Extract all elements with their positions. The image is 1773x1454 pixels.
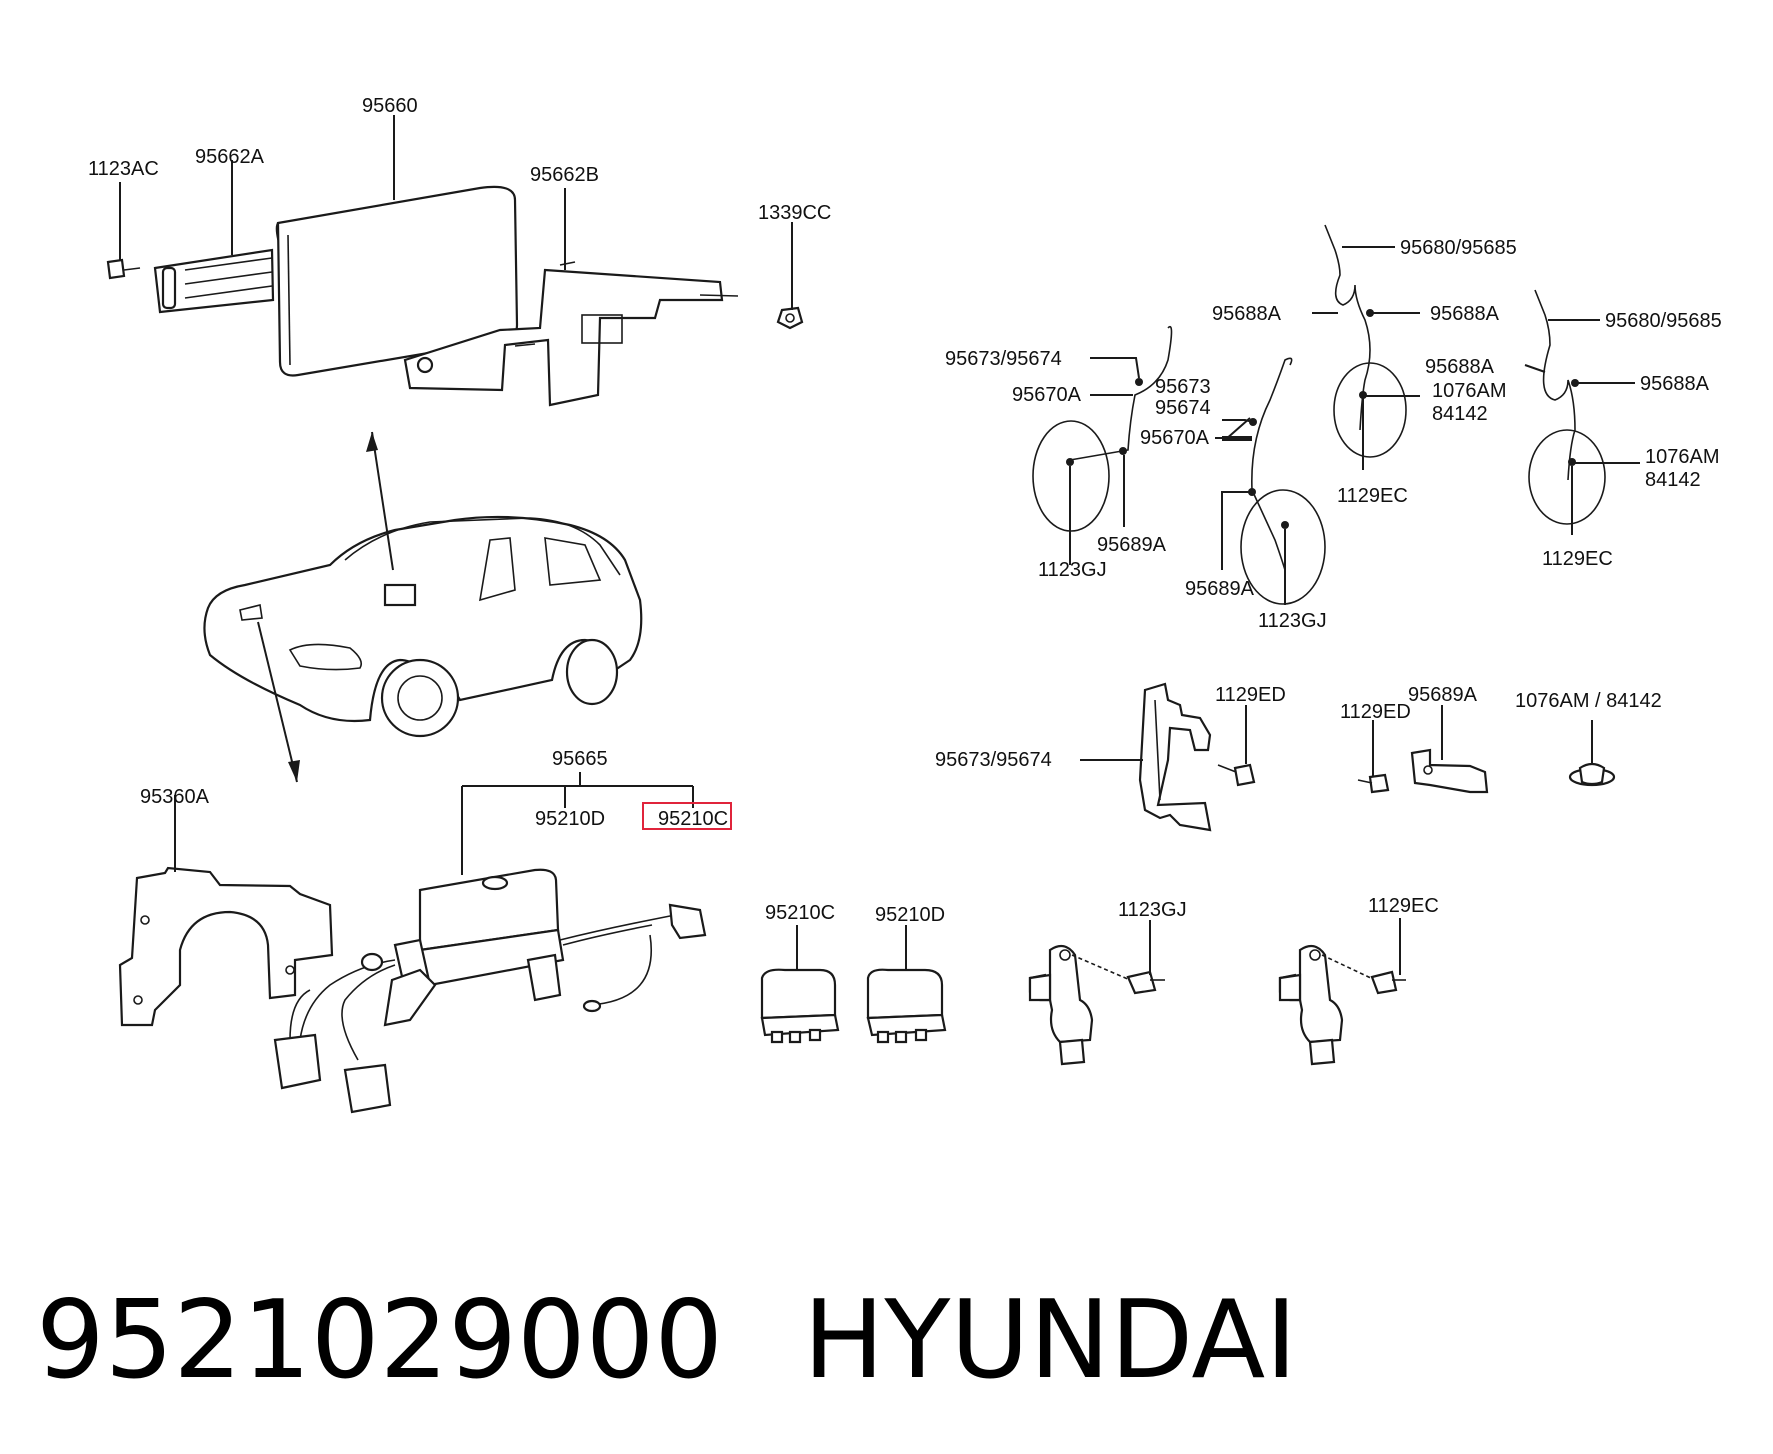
label-95688A-c: 95688A (1425, 356, 1495, 378)
label-84142-a: 84142 (1432, 403, 1488, 425)
label-95688A-a: 95688A (1212, 303, 1282, 325)
label-95680-95685-a: 95680/95685 (1400, 237, 1517, 259)
label-95673-95674-b: 95673/95674 (935, 749, 1052, 771)
part-labels: 95660 1123AC 95662A 95662B 1339CC 95680/… (88, 95, 1722, 926)
label-1076AM-84142: 1076AM / 84142 (1515, 690, 1662, 712)
label-95665: 95665 (552, 748, 608, 770)
label-84142-b: 84142 (1645, 469, 1701, 491)
label-1123GJ-a: 1123GJ (1038, 559, 1107, 581)
relay-box-assembly (118, 772, 707, 1114)
sensor-parts (1028, 918, 1406, 1066)
label-1339CC: 1339CC (758, 202, 831, 224)
car-illustration (203, 431, 643, 783)
label-1076AM-a: 1076AM (1432, 380, 1507, 402)
label-1129ED-a: 1129ED (1215, 684, 1286, 706)
label-95662B: 95662B (530, 164, 599, 186)
label-95662A: 95662A (195, 146, 265, 168)
bracket-and-clips (1080, 682, 1616, 832)
label-95688A-d: 95688A (1640, 373, 1710, 395)
label-95670A-b: 95670A (1140, 427, 1210, 449)
label-1129EC-b: 1129EC (1542, 548, 1613, 570)
label-1123AC: 1123AC (88, 158, 159, 180)
label-95673: 95673 (1155, 376, 1211, 398)
label-95688A-b: 95688A (1430, 303, 1500, 325)
label-1129ED-b: 1129ED (1340, 701, 1411, 723)
label-95674: 95674 (1155, 397, 1211, 419)
brand-name: HYUNDAI (803, 1278, 1298, 1403)
wheel-sensor-wiring (1032, 224, 1640, 605)
label-95210C-a: 95210C (658, 808, 728, 830)
label-95689A-c: 95689A (1408, 684, 1478, 706)
label-1123GJ-c: 1123GJ (1118, 899, 1187, 921)
caption: 9521029000 HYUNDAI (36, 1278, 1377, 1403)
label-95360A: 95360A (140, 786, 210, 808)
label-95210C-b: 95210C (765, 902, 835, 924)
label-95210D-a: 95210D (535, 808, 605, 830)
ecu-module-assembly (106, 115, 804, 407)
label-95689A-a: 95689A (1097, 534, 1167, 556)
label-1129EC-a: 1129EC (1337, 485, 1408, 507)
highlight-box (642, 802, 732, 830)
label-95210D-b: 95210D (875, 904, 945, 926)
relay-parts (760, 925, 947, 1044)
label-95670A-a: 95670A (1012, 384, 1082, 406)
label-95680-95685-b: 95680/95685 (1605, 310, 1722, 332)
label-1129EC-c: 1129EC (1368, 895, 1439, 917)
label-95673-95674-a: 95673/95674 (945, 348, 1062, 370)
label-95660: 95660 (362, 95, 418, 117)
label-1076AM-b: 1076AM (1645, 446, 1720, 468)
label-95689A-b: 95689A (1185, 578, 1255, 600)
label-1123GJ-b: 1123GJ (1258, 610, 1327, 632)
part-number: 9521029000 (36, 1278, 724, 1403)
